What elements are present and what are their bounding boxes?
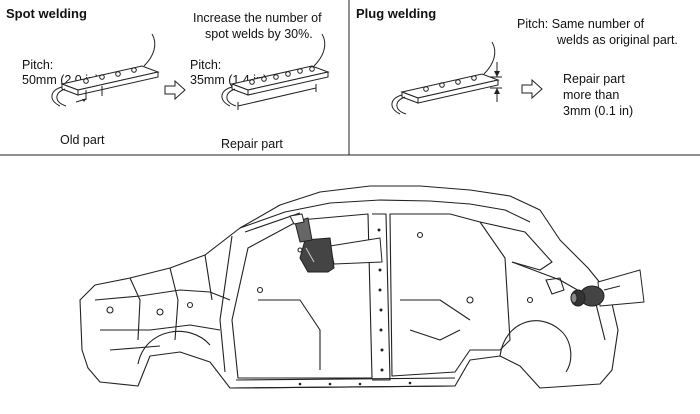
repair-part-caption: Repair part: [221, 137, 283, 151]
spot-note-line2: spot welds by 30%.: [205, 27, 313, 41]
new-pitch-label: Pitch:: [190, 58, 222, 72]
old-pitch-label: Pitch:: [22, 58, 54, 72]
plug-repair-line2: more than: [563, 88, 620, 102]
weld-strip-icon-plug: [391, 41, 502, 115]
spot-welding-title: Spot welding: [6, 6, 87, 21]
plug-welding-title: Plug welding: [356, 6, 437, 21]
weld-strip-icon-repair: [221, 33, 329, 110]
weld-strip-icon-old: [51, 33, 159, 107]
plug-repair-line1: Repair part: [563, 72, 625, 86]
plug-pitch-line2: welds as original part.: [557, 33, 678, 47]
plug-repair-line3: 3mm (0.1 in): [563, 104, 634, 118]
spot-note-line1: Increase the number of: [193, 11, 322, 25]
plug-pitch-line1: Pitch: Same number of: [517, 17, 645, 31]
old-part-caption: Old part: [60, 133, 105, 147]
